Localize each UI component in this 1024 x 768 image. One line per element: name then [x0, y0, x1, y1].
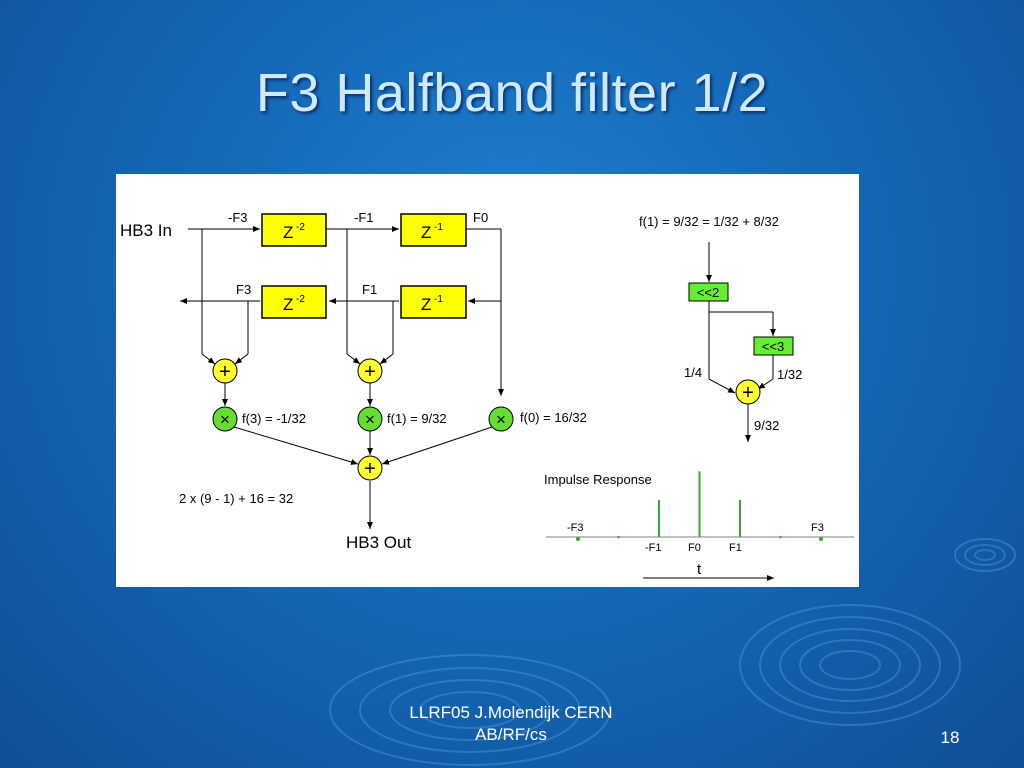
impulse-tap-f2: [779, 535, 782, 539]
tap-label-f1: F1: [362, 282, 377, 297]
delay-block-top-left: Z -2: [261, 213, 327, 247]
delay-block-top-right: Z -1: [400, 213, 467, 247]
svg-text:<<3: <<3: [762, 339, 784, 354]
coefficient-f1: f(1) = 9/32: [387, 411, 447, 426]
svg-text:×: ×: [365, 410, 375, 429]
shift-result: 9/32: [754, 418, 779, 433]
sum-equation: 2 x (9 - 1) + 16 = 32: [179, 491, 293, 506]
svg-text:Z: Z: [283, 295, 293, 314]
impulse-label-f1: F1: [729, 542, 742, 554]
svg-text:+: +: [742, 382, 754, 404]
svg-text:×: ×: [496, 410, 506, 429]
shift-equation: f(1) = 9/32 = 1/32 + 8/32: [639, 214, 779, 229]
shift-left-weight: 1/4: [684, 365, 702, 380]
tap-label-neg-f3: -F3: [228, 210, 248, 225]
shift-adder: +: [735, 379, 761, 405]
tap-label-neg-f1: -F1: [354, 210, 374, 225]
halfband-filter-diagram: Z -2 Z -1 Z -2 Z -1 + + + × × ×: [120, 210, 854, 581]
svg-text:<<2: <<2: [697, 285, 719, 300]
impulse-marks: [576, 471, 823, 541]
tap-label-f0: F0: [473, 210, 488, 225]
impulse-tap--f2: [617, 535, 620, 539]
adder-output: +: [357, 455, 383, 481]
shift-block-3: <<3: [753, 336, 794, 356]
impulse-response-plot: Impulse Response -F3 F3 -F1 F0 F1 t: [544, 471, 854, 581]
slide-title: F3 Halfband filter 1/2: [255, 63, 769, 123]
page-number: 18: [940, 728, 960, 747]
shift-add-diagram: f(1) = 9/32 = 1/32 + 8/32 <<2 <<3 + 1/4 …: [639, 214, 802, 442]
impulse-tap-f3: [819, 537, 823, 541]
shift-right-weight: 1/32: [777, 367, 802, 382]
svg-text:Z: Z: [421, 295, 431, 314]
svg-text:-1: -1: [434, 294, 443, 305]
coefficient-f0: f(0) = 16/32: [520, 410, 587, 425]
svg-text:+: +: [364, 458, 376, 480]
impulse-tap--f3: [576, 537, 580, 541]
impulse-label-f0: F0: [688, 542, 701, 554]
time-axis-label: t: [697, 561, 702, 578]
multiplier-f1: ×: [357, 406, 383, 432]
svg-text:Z: Z: [283, 223, 293, 242]
delay-block-bottom-left: Z -2: [261, 285, 327, 319]
adder-middle: +: [357, 358, 383, 384]
svg-text:-2: -2: [296, 294, 305, 305]
svg-text:-2: -2: [296, 222, 305, 233]
multiplier-f0: ×: [488, 406, 514, 432]
delay-block-bottom-right: Z -1: [400, 285, 467, 319]
tap-label-f3: F3: [236, 282, 251, 297]
coefficient-f3: f(3) = -1/32: [242, 411, 306, 426]
multiplier-f3: ×: [212, 406, 238, 432]
adder-left: +: [212, 358, 238, 384]
slide-footer: LLRF05 J.Molendijk CERN AB/RF/cs: [380, 702, 642, 746]
impulse-label-f3: F3: [811, 522, 824, 534]
footer-department: AB/RF/cs: [475, 725, 547, 744]
shift-block-2: <<2: [688, 282, 729, 302]
output-label: HB3 Out: [346, 533, 411, 552]
svg-text:-1: -1: [434, 222, 443, 233]
footer-author: LLRF05 J.Molendijk CERN: [409, 703, 613, 722]
impulse-label-neg-f3: -F3: [567, 522, 584, 534]
impulse-title: Impulse Response: [544, 472, 652, 487]
svg-text:+: +: [364, 361, 376, 383]
impulse-label-neg-f1: -F1: [645, 542, 662, 554]
svg-text:Z: Z: [421, 223, 431, 242]
svg-text:+: +: [219, 361, 231, 383]
svg-text:×: ×: [220, 410, 230, 429]
input-label: HB3 In: [120, 221, 172, 240]
diagram-panel: Z -2 Z -1 Z -2 Z -1 + + + × × ×: [116, 174, 859, 587]
